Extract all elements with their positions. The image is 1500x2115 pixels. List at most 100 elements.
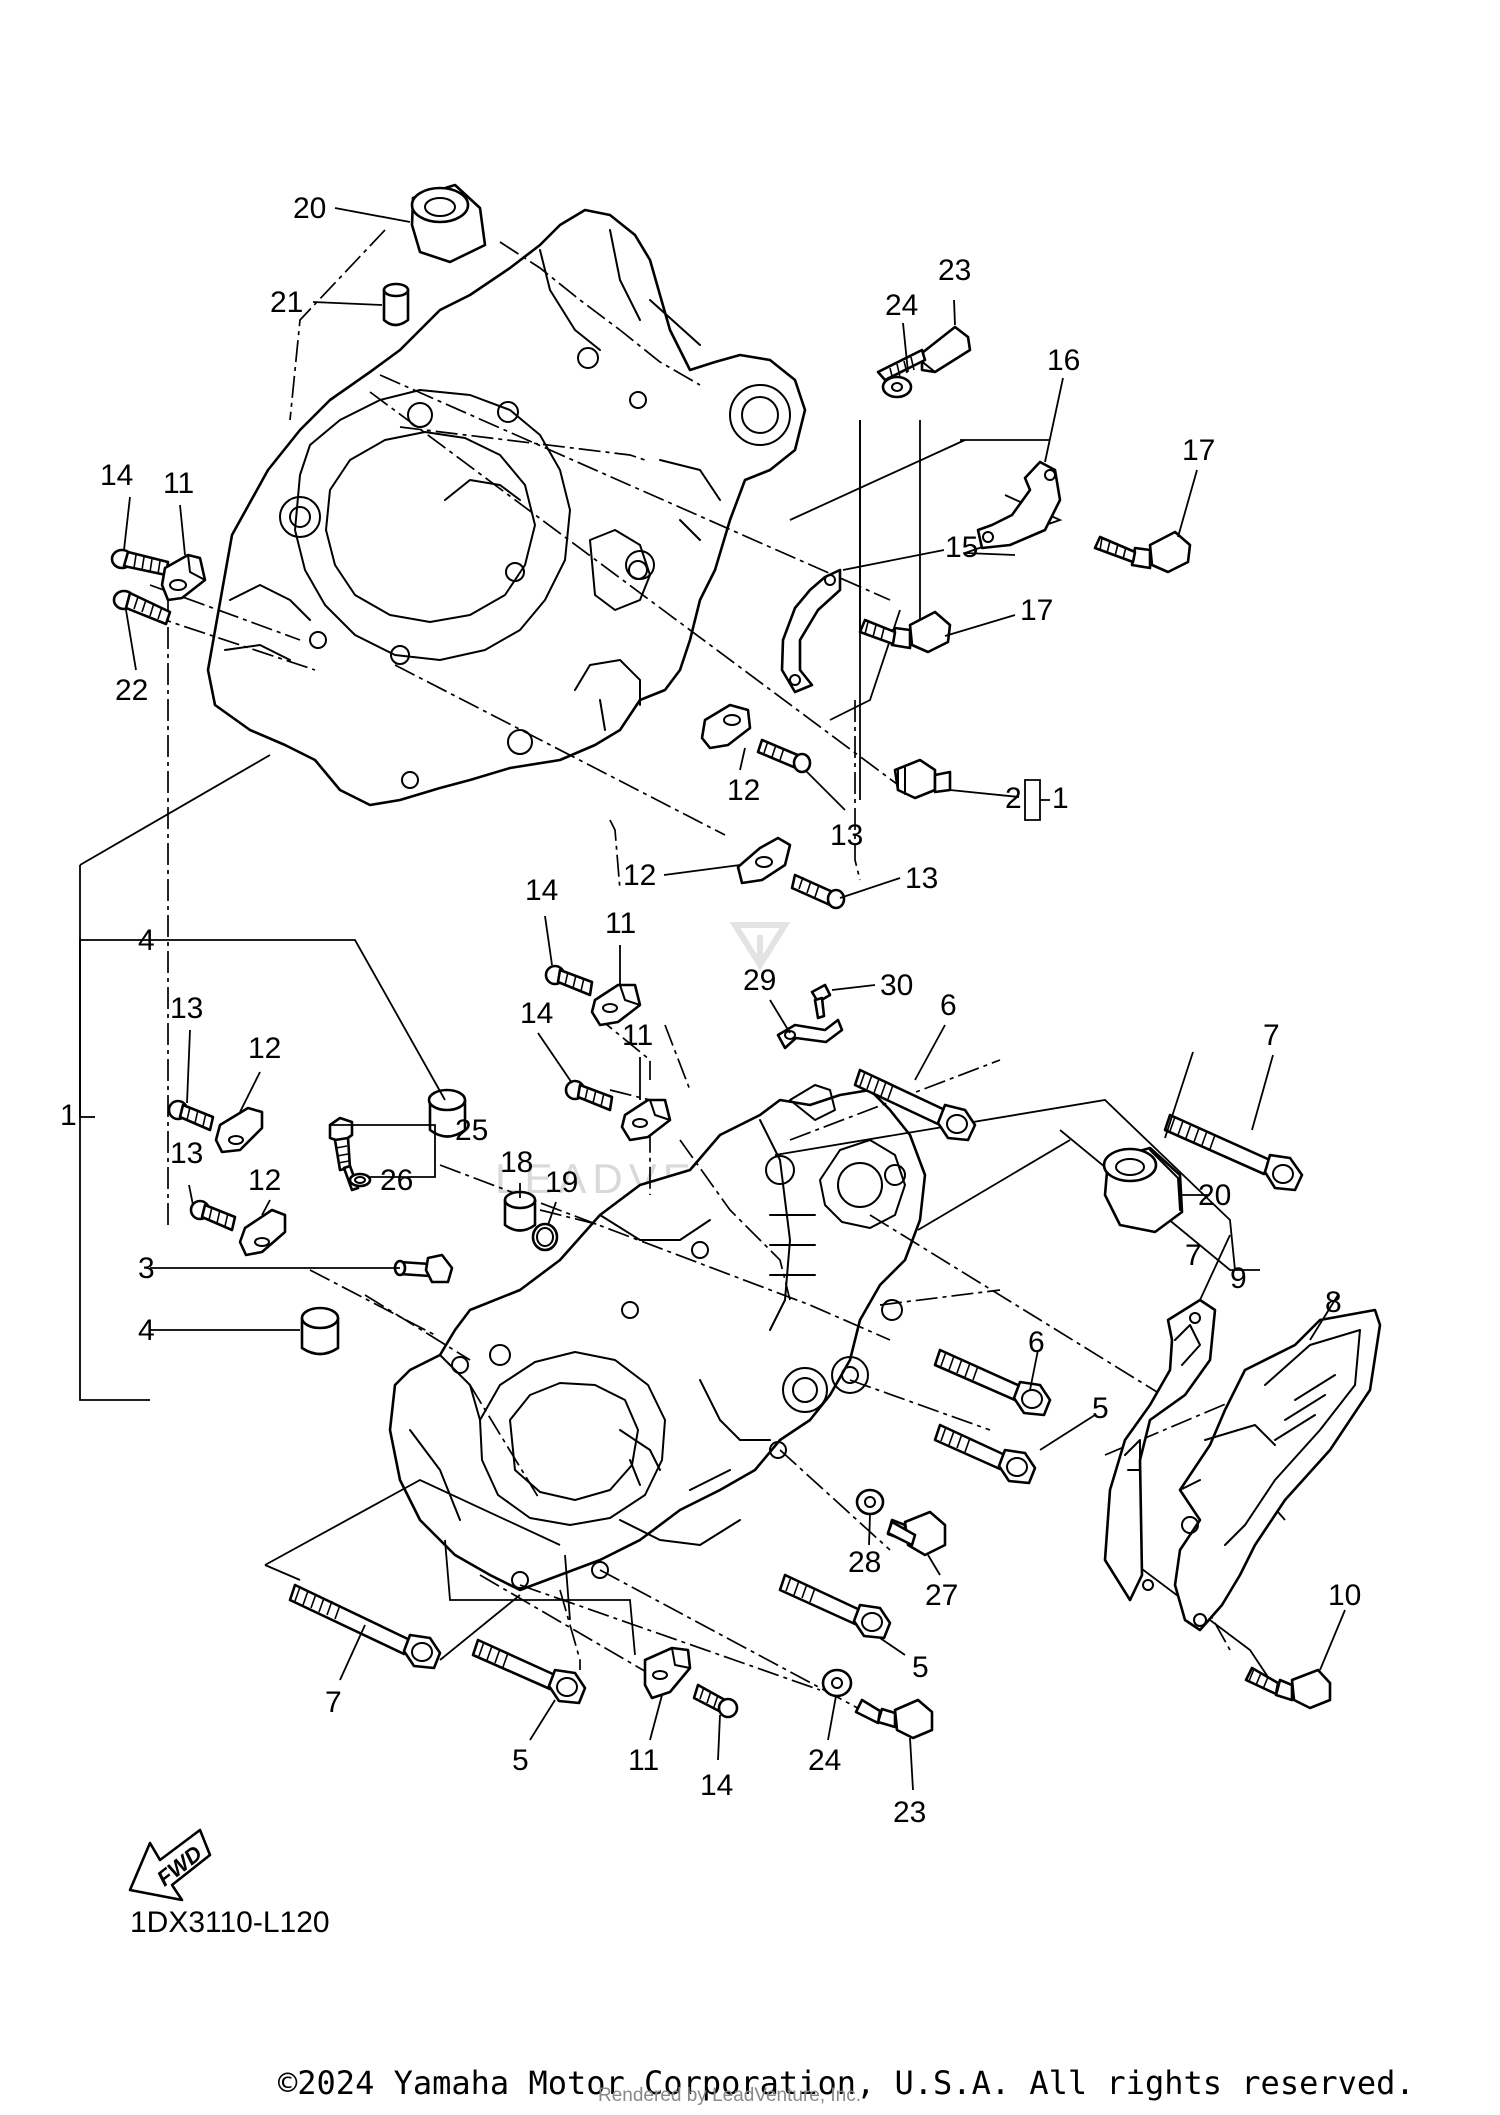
callout-22: 22 xyxy=(115,674,148,707)
callout-20-right: 20 xyxy=(1198,1179,1231,1212)
callout-14-mid: 14 xyxy=(525,874,558,907)
dowel-18 xyxy=(503,1190,537,1232)
callout-11-lower: 11 xyxy=(622,1019,653,1052)
bolt-6-upper xyxy=(853,1068,977,1142)
callout-11-mid: 11 xyxy=(605,907,636,940)
bracket-29 xyxy=(776,1018,844,1050)
clamp-12-c xyxy=(214,1106,264,1154)
switch-2 xyxy=(893,758,952,800)
callout-7-upper: 7 xyxy=(1263,1019,1280,1052)
washer-28 xyxy=(855,1488,885,1516)
callout-2: 2 xyxy=(1005,782,1022,815)
callout-1-right: 1 xyxy=(1052,782,1069,815)
bracket-16 xyxy=(976,460,1062,550)
callout-9: 9 xyxy=(1230,1262,1247,1295)
screw-13-c xyxy=(167,1099,215,1132)
callout-20-upper: 20 xyxy=(293,192,326,225)
bushing-20-right xyxy=(1102,1146,1184,1234)
callout-6-upper: 6 xyxy=(940,989,957,1022)
callout-11-bottom: 11 xyxy=(628,1744,659,1777)
callout-23-upper: 23 xyxy=(938,254,971,287)
callout-13-c: 13 xyxy=(170,992,203,1025)
callout-1-left: 1 xyxy=(60,1099,77,1132)
bolt-23-bottom xyxy=(854,1698,934,1740)
callout-14-lower: 14 xyxy=(520,997,553,1030)
dowel-4-lower xyxy=(300,1306,340,1356)
callout-14-upper: 14 xyxy=(100,459,133,492)
callout-7-lower: 7 xyxy=(325,1686,342,1719)
callout-5-upper: 5 xyxy=(1092,1392,1109,1425)
bushing-20-upper xyxy=(410,183,487,264)
fwd-arrow: FWD xyxy=(128,1828,212,1902)
clamp-12-a xyxy=(700,703,752,750)
callout-14-bottom: 14 xyxy=(700,1769,733,1802)
bolt-6-lower xyxy=(933,1348,1052,1417)
bolt-5-lower-left xyxy=(471,1638,587,1705)
screw-14-bottom xyxy=(692,1683,739,1719)
o-ring-26 xyxy=(348,1172,372,1188)
callout-26: 26 xyxy=(380,1164,413,1197)
bracket-15 xyxy=(780,568,842,694)
callout-17-left: 17 xyxy=(1020,594,1053,627)
screw-14-mid xyxy=(544,964,594,997)
bolt-27 xyxy=(886,1510,947,1557)
o-ring-19 xyxy=(531,1222,559,1252)
callout-27: 27 xyxy=(925,1579,958,1612)
callout-15: 15 xyxy=(945,531,978,564)
callout-4-lower: 4 xyxy=(138,1314,155,1347)
callout-29: 29 xyxy=(743,964,776,997)
bolt-17-right xyxy=(1093,530,1192,574)
leader-lines xyxy=(79,207,1346,1791)
clamp-12-d xyxy=(238,1208,287,1257)
bolt-7-lower xyxy=(288,1583,442,1670)
dowel-21 xyxy=(382,282,410,327)
callout-21: 21 xyxy=(270,286,303,319)
bolt-23-upper xyxy=(876,325,972,382)
callout-4-upper: 4 xyxy=(138,924,155,957)
callout-24-bottom: 24 xyxy=(808,1744,841,1777)
callout-24-upper: 24 xyxy=(885,289,918,322)
diagram-code: 1DX3110-L120 xyxy=(130,1906,330,1939)
callout-13-d: 13 xyxy=(170,1137,203,1170)
callout-30: 30 xyxy=(880,969,913,1002)
fitting-3 xyxy=(393,1253,454,1284)
callout-23-bottom: 23 xyxy=(893,1796,926,1829)
clamp-12-b xyxy=(736,836,792,885)
callout-11-upper: 11 xyxy=(163,467,194,500)
clamp-11-lower xyxy=(620,1098,672,1142)
callout-13-b: 13 xyxy=(905,862,938,895)
screw-14-lower xyxy=(564,1079,614,1112)
dowel-4-upper xyxy=(427,1088,467,1138)
callout-numbers: 20 21 23 24 16 17 17 15 2 1 14 11 22 12 … xyxy=(60,192,1361,1829)
bolt-17-left xyxy=(858,610,952,654)
washer-24-bottom xyxy=(821,1668,853,1698)
callout-6-lower: 6 xyxy=(1028,1326,1045,1359)
clamp-11-upper xyxy=(160,553,207,602)
callout-13-a: 13 xyxy=(830,819,863,852)
screw-13-d xyxy=(189,1199,237,1232)
rendered-by-notice: Rendered by LeadVenture, Inc. xyxy=(598,2085,862,2106)
callout-12-c: 12 xyxy=(248,1032,281,1065)
assembly-lines xyxy=(79,229,1236,1721)
callout-10: 10 xyxy=(1328,1579,1361,1612)
callout-17-right: 17 xyxy=(1182,434,1215,467)
screw-13-a xyxy=(756,738,812,774)
callout-12-b: 12 xyxy=(623,859,656,892)
callout-25: 25 xyxy=(455,1114,488,1147)
callout-5-lower-right: 5 xyxy=(912,1651,929,1684)
washer-24-upper xyxy=(881,375,913,399)
callout-12-a: 12 xyxy=(727,774,760,807)
callout-5-lower-left: 5 xyxy=(512,1744,529,1777)
screw-30 xyxy=(810,983,832,1020)
callout-3: 3 xyxy=(138,1252,155,1285)
callout-12-d: 12 xyxy=(248,1164,281,1197)
callout-16: 16 xyxy=(1047,344,1080,377)
screw-22 xyxy=(112,589,172,626)
screw-14-upper xyxy=(110,548,170,577)
callout-18: 18 xyxy=(500,1146,533,1179)
cover-8 xyxy=(1173,1308,1382,1632)
clamp-11-bottom xyxy=(643,1646,692,1700)
callout-28: 28 xyxy=(848,1546,881,1579)
bolt-7-upper xyxy=(1163,1113,1304,1192)
